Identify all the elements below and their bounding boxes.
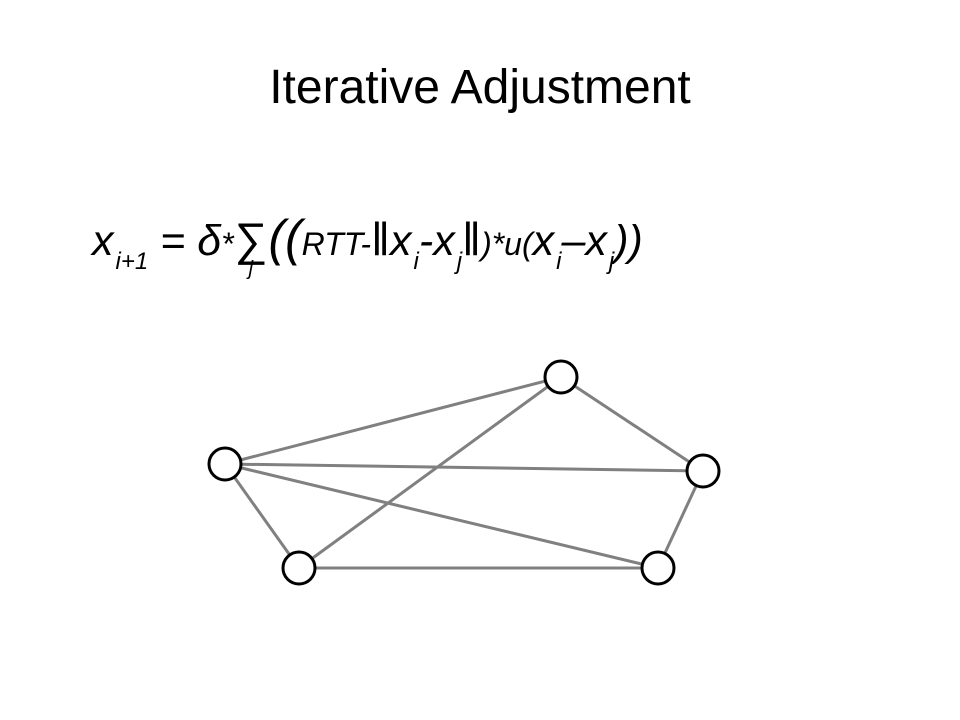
edge-left-bottom-right — [224, 462, 659, 570]
formula-x: x — [92, 217, 114, 265]
formula-equals-delta: = δ — [148, 217, 222, 265]
formula-norm-open: ‖ — [371, 213, 391, 265]
edge-right-bottom-right — [656, 470, 705, 569]
edge-left-top — [224, 375, 562, 466]
formula-sub-j-2: j — [608, 248, 615, 275]
formula-x-j-2: x — [585, 217, 607, 265]
sigma-symbol: ∑j — [234, 209, 268, 279]
formula-dash: – — [561, 217, 586, 265]
node-left — [207, 446, 243, 482]
sigma-glyph: ∑ — [234, 213, 268, 265]
formula-star: * — [221, 226, 234, 262]
slide-title: Iterative Adjustment — [269, 61, 691, 114]
formula-rtt: RTT- — [301, 226, 372, 262]
edge-top-bottom-left — [298, 375, 562, 570]
graph-edges — [223, 375, 705, 570]
edge-left-bottom-left — [223, 463, 301, 569]
formula-star-u: *u — [491, 226, 522, 262]
node-bottom-right — [640, 550, 676, 586]
formula-x-j: x — [433, 217, 455, 265]
sigma-index: j — [248, 258, 254, 280]
formula-sub-i-plus-1: i+1 — [115, 248, 149, 275]
formula-sub-i: i — [413, 248, 419, 275]
update-formula: xi+1 = δ*∑j((RTT-‖xi-xj‖)*u(xi–xj)) — [92, 208, 643, 279]
graph-nodes — [207, 359, 721, 586]
formula-norm-close: ‖ — [462, 213, 482, 265]
node-right — [685, 453, 721, 489]
formula-minus: - — [418, 217, 434, 265]
formula-x-i-2: x — [532, 217, 555, 265]
formula-close-parens: )) — [614, 217, 643, 265]
formula-sub-j: j — [456, 248, 463, 275]
edge-top-right — [560, 375, 704, 473]
node-bottom-left — [281, 550, 317, 586]
formula-u-open: ( — [521, 226, 533, 262]
formula-close-paren: ) — [481, 226, 492, 262]
edge-left-right — [224, 462, 704, 473]
node-top — [543, 359, 579, 395]
formula-x-i: x — [390, 217, 412, 265]
formula-sub-i-2: i — [556, 248, 562, 275]
formula-open-parens: (( — [268, 210, 302, 266]
